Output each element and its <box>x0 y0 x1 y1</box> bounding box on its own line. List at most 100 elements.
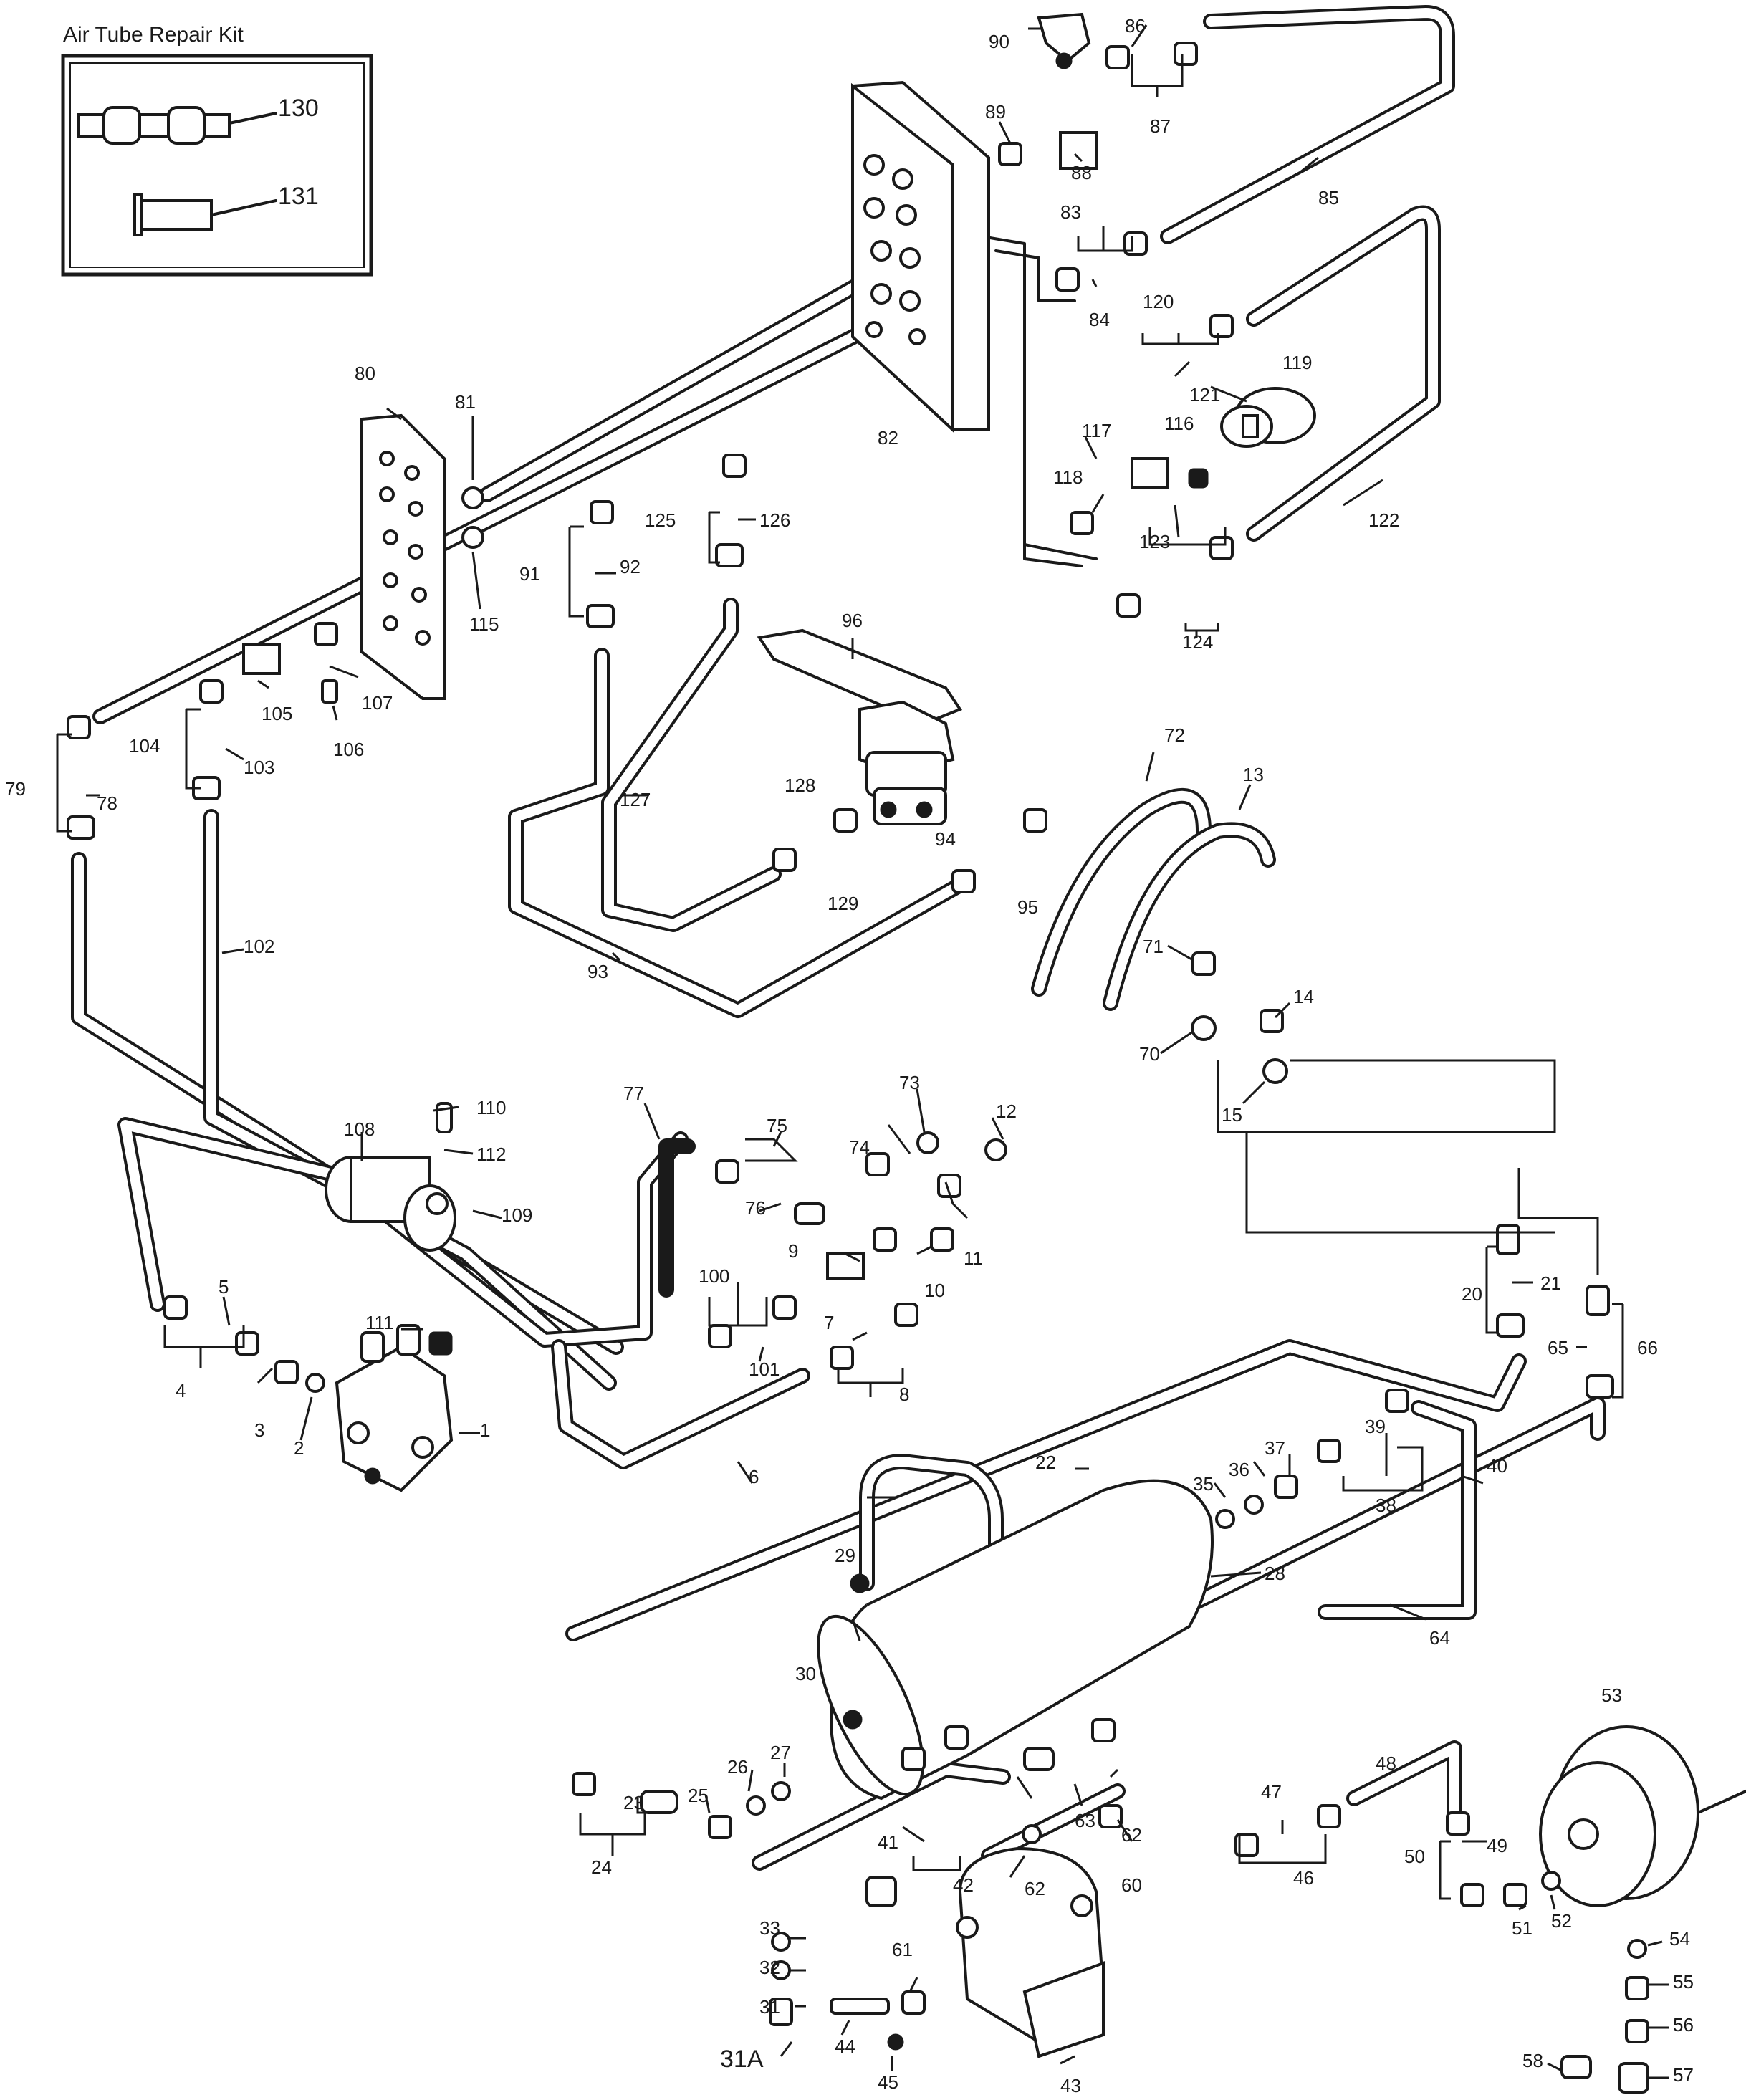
air-tube-repair-kit: Air Tube Repair Kit 130 131 <box>61 23 373 277</box>
kit-title: Air Tube Repair Kit <box>63 23 244 47</box>
callout-71: 71 <box>1143 936 1164 957</box>
callout-23: 23 <box>623 1792 644 1813</box>
callout-10: 10 <box>924 1280 945 1301</box>
leader-lines <box>56 24 1669 2079</box>
callout-40: 40 <box>1487 1455 1507 1477</box>
callout-53: 53 <box>1601 1684 1622 1706</box>
air-tank-28 <box>817 1479 1214 1801</box>
brake-pedal-valve-96 <box>757 628 963 825</box>
callout-109: 109 <box>502 1204 532 1226</box>
callout-37: 37 <box>1265 1437 1285 1459</box>
callout-3: 3 <box>254 1419 264 1441</box>
callout-48: 48 <box>1376 1753 1396 1774</box>
callout-52: 52 <box>1551 1910 1572 1932</box>
callout-111: 111 <box>365 1312 394 1333</box>
callout-41: 41 <box>878 1831 898 1853</box>
callout-57: 57 <box>1673 2064 1694 2086</box>
callout-30: 30 <box>795 1663 816 1684</box>
callout-62: 62 <box>1025 1878 1045 1899</box>
tube-insert-icon <box>133 193 213 236</box>
callout-12: 12 <box>996 1101 1017 1122</box>
callout-121: 121 <box>1189 384 1220 406</box>
callout-33: 33 <box>759 1917 780 1939</box>
callout-61: 61 <box>892 1939 913 1960</box>
callout-80: 80 <box>355 363 375 384</box>
callout-72: 72 <box>1164 724 1185 746</box>
callout-120: 120 <box>1143 291 1174 312</box>
callout-6: 6 <box>749 1466 759 1487</box>
callout-76: 76 <box>745 1197 766 1219</box>
callout-60: 60 <box>1121 1874 1142 1896</box>
callout-38: 38 <box>1376 1495 1396 1516</box>
callout-22: 22 <box>1035 1452 1056 1473</box>
callout-106: 106 <box>333 739 364 760</box>
callout-125: 125 <box>645 509 676 531</box>
bulkhead-108 <box>325 1156 456 1252</box>
part-callouts: 90 86 87 89 88 85 83 84 120 121 119 117 … <box>5 15 1694 2096</box>
callout-115: 115 <box>469 613 499 635</box>
callout-25: 25 <box>688 1785 709 1806</box>
callout-29: 29 <box>835 1545 855 1566</box>
callout-35: 35 <box>1193 1473 1214 1495</box>
callout-110: 110 <box>476 1097 506 1118</box>
callout-81: 81 <box>455 391 476 413</box>
callout-55: 55 <box>1673 1971 1694 1993</box>
callout-130: 130 <box>278 95 319 122</box>
callout-8: 8 <box>899 1384 909 1405</box>
callout-15: 15 <box>1222 1104 1242 1126</box>
callout-93: 93 <box>587 961 608 982</box>
callout-107: 107 <box>362 692 393 714</box>
callout-27: 27 <box>770 1742 791 1763</box>
callout-123: 123 <box>1139 531 1170 552</box>
callout-118: 118 <box>1053 466 1083 488</box>
callout-124: 124 <box>1182 631 1213 653</box>
callout-20: 20 <box>1462 1283 1482 1305</box>
callout-2: 2 <box>294 1437 304 1459</box>
callout-86: 86 <box>1125 15 1146 37</box>
callout-45: 45 <box>878 2071 898 2093</box>
callout-51: 51 <box>1512 1917 1532 1939</box>
relay-valve-43 <box>956 1824 1105 2058</box>
callout-58: 58 <box>1522 2050 1543 2071</box>
callout-95: 95 <box>1017 896 1038 918</box>
mounting-plate-80 <box>360 413 446 700</box>
callout-117: 117 <box>1082 420 1111 441</box>
callout-103: 103 <box>244 757 274 778</box>
callout-11: 11 <box>964 1247 983 1269</box>
callout-122: 122 <box>1368 509 1399 531</box>
callout-89: 89 <box>985 101 1006 123</box>
callout-44: 44 <box>835 2036 855 2057</box>
callout-14: 14 <box>1293 986 1314 1007</box>
callout-56: 56 <box>1673 2014 1694 2036</box>
callout-77: 77 <box>623 1083 644 1104</box>
callout-7: 7 <box>824 1312 834 1333</box>
kit-frame <box>61 54 373 277</box>
valve-90 <box>1037 12 1091 69</box>
callout-31a: 31A <box>720 2046 764 2073</box>
callout-4: 4 <box>176 1380 186 1401</box>
fittings <box>67 42 1649 2094</box>
callout-105: 105 <box>262 703 292 724</box>
callout-13: 13 <box>1243 764 1264 785</box>
callout-88: 88 <box>1071 162 1092 183</box>
callout-42: 42 <box>953 1874 974 1896</box>
callout-75: 75 <box>767 1115 787 1136</box>
callout-87: 87 <box>1150 115 1171 137</box>
callout-9: 9 <box>788 1240 798 1262</box>
callout-63: 63 <box>1075 1810 1095 1831</box>
callout-46: 46 <box>1293 1867 1314 1889</box>
air-tubes <box>71 5 1606 1871</box>
callout-70: 70 <box>1139 1043 1160 1065</box>
callout-54: 54 <box>1669 1928 1690 1950</box>
callout-21: 21 <box>1540 1272 1561 1294</box>
callout-112: 112 <box>476 1144 506 1165</box>
callout-102: 102 <box>244 936 274 957</box>
callout-104: 104 <box>129 735 160 757</box>
callout-78: 78 <box>97 792 117 814</box>
callout-74: 74 <box>849 1136 870 1158</box>
callout-50: 50 <box>1404 1846 1425 1867</box>
callout-82: 82 <box>878 427 898 449</box>
callout-128: 128 <box>785 775 815 796</box>
callout-24: 24 <box>591 1856 612 1878</box>
